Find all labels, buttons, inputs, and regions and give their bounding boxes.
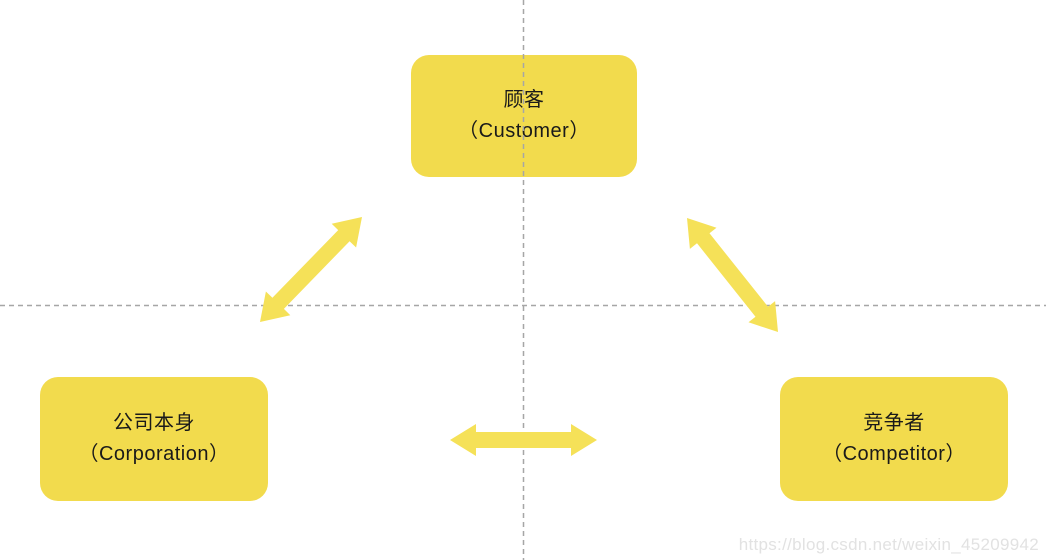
node-competitor-label-en: （Competitor） xyxy=(822,443,966,465)
node-corporation-label-zh: 公司本身 xyxy=(113,412,195,434)
double-arrow-corporation-competitor xyxy=(450,424,597,456)
node-competitor-label-zh: 竞争者 xyxy=(863,412,925,434)
node-customer-label-en: （Customer） xyxy=(458,120,590,142)
watermark-url: https://blog.csdn.net/weixin_45209942 xyxy=(738,535,1039,554)
double-arrow-corporation-customer xyxy=(260,217,362,322)
node-customer: 顾客 （Customer） xyxy=(411,55,637,177)
node-customer-label-zh: 顾客 xyxy=(503,89,545,111)
node-competitor: 竞争者 （Competitor） xyxy=(780,377,1008,501)
node-corporation-label-en: （Corporation） xyxy=(78,443,230,465)
double-arrow-customer-competitor xyxy=(687,218,778,332)
node-corporation: 公司本身 （Corporation） xyxy=(40,377,268,501)
